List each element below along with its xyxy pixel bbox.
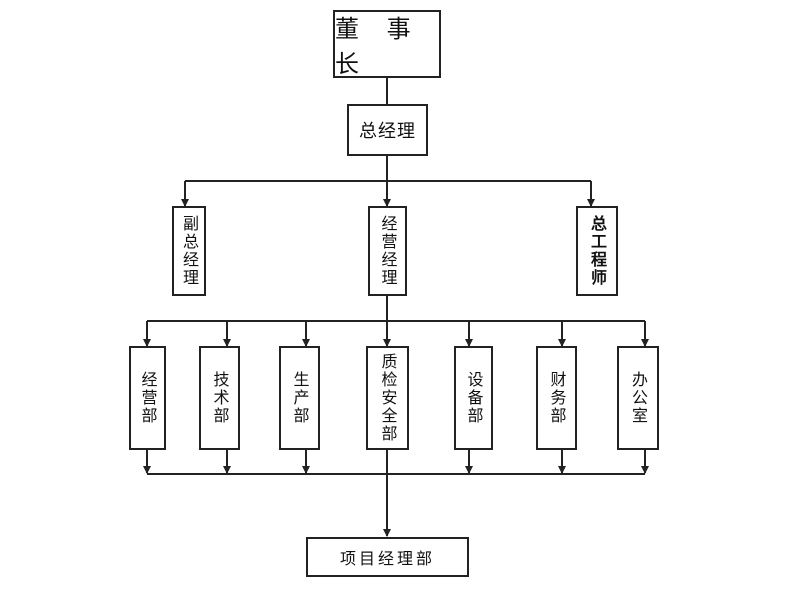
general-manager-box: 总经理: [347, 104, 428, 156]
dept-box-6: 财务部: [536, 346, 577, 450]
dept-label-1: 经营部: [138, 371, 158, 425]
dept-label-4: 质检安全部: [378, 353, 398, 443]
dept-label-2: 技术部: [210, 371, 230, 425]
project-dept-box: 项目经理部: [306, 537, 469, 577]
dept-label-5: 设备部: [464, 371, 484, 425]
dept-box-4: 质检安全部: [366, 346, 409, 450]
dept-box-3: 生产部: [279, 346, 320, 450]
dept-label-3: 生产部: [290, 371, 310, 425]
chairman-label: 董 事 长: [335, 15, 421, 78]
deputy-gm-label: 副总经理: [180, 215, 199, 287]
general-manager-label: 总经理: [359, 121, 416, 142]
business-manager-label: 经营经理: [378, 215, 398, 287]
dept-box-7: 办公室: [617, 346, 659, 450]
chairman-box: 董 事 长: [333, 10, 441, 78]
deputy-gm-box: 副总经理: [172, 206, 206, 296]
dept-box-1: 经营部: [129, 346, 166, 450]
dept-label-6: 财务部: [547, 371, 567, 425]
chief-engineer-label: 总工程师: [588, 215, 607, 287]
project-dept-label: 项目经理部: [339, 549, 435, 568]
business-manager-box: 经营经理: [368, 206, 407, 296]
dept-box-2: 技术部: [199, 346, 240, 450]
dept-box-5: 设备部: [454, 346, 493, 450]
chief-engineer-box: 总工程师: [576, 206, 618, 296]
dept-label-7: 办公室: [629, 371, 648, 425]
